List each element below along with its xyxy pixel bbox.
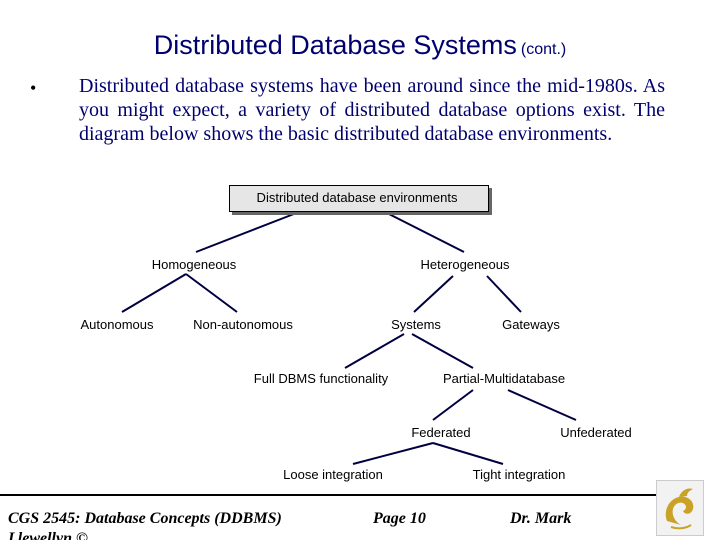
- node-autonomous: Autonomous: [80, 317, 154, 332]
- edge-homogeneous-non-autonomous: [185, 273, 238, 313]
- edge-partial-federated: [432, 389, 474, 421]
- node-federated: Federated: [411, 425, 471, 440]
- edge-systems-full-dbms: [344, 333, 405, 369]
- university-logo: [656, 480, 704, 536]
- node-full-dbms-functionality: Full DBMS functionality: [253, 371, 389, 386]
- edge-root-homogeneous: [195, 211, 300, 253]
- node-systems: Systems: [391, 317, 441, 332]
- edge-federated-loose: [352, 442, 434, 465]
- diagram-root-box: [229, 185, 489, 212]
- node-non-autonomous: Non-autonomous: [193, 317, 293, 332]
- body-paragraph: Distributed database systems have been a…: [79, 75, 665, 145]
- edge-systems-partial-multi: [411, 333, 474, 369]
- footer-course: CGS 2545: Database Concepts (DDBMS): [8, 510, 282, 527]
- footer-author: Dr. Mark: [510, 510, 572, 527]
- edge-homogeneous-autonomous: [121, 273, 187, 313]
- edge-heterogeneous-systems: [413, 275, 454, 313]
- footer-page-number: Page 10: [373, 510, 426, 527]
- pegasus-logo-icon: [665, 488, 694, 530]
- edge-root-heterogeneous: [384, 211, 465, 253]
- node-partial-multidatabase: Partial-Multidatabase: [442, 371, 566, 386]
- edge-heterogeneous-gateways: [486, 275, 522, 313]
- slide-title: Distributed Database Systems (cont.): [0, 30, 720, 61]
- title-suffix: (cont.): [520, 41, 567, 58]
- edge-partial-unfederated: [507, 389, 577, 421]
- node-tight-integration: Tight integration: [472, 467, 566, 482]
- node-loose-integration: Loose integration: [283, 467, 383, 482]
- node-heterogeneous: Heterogeneous: [420, 257, 510, 272]
- footer-author-continued: Llewellyn ©: [8, 530, 128, 540]
- node-unfederated: Unfederated: [560, 425, 632, 440]
- node-homogeneous: Homogeneous: [151, 257, 237, 272]
- edge-federated-tight: [432, 442, 504, 465]
- node-gateways: Gateways: [502, 317, 560, 332]
- footer-author-cont-text: Llewellyn ©: [8, 530, 88, 540]
- title-main: Distributed Database Systems: [153, 30, 517, 60]
- footer-divider: [0, 494, 660, 496]
- node-distributed-database-environments: Distributed database environments: [256, 190, 458, 205]
- bullet-marker: •: [30, 78, 37, 98]
